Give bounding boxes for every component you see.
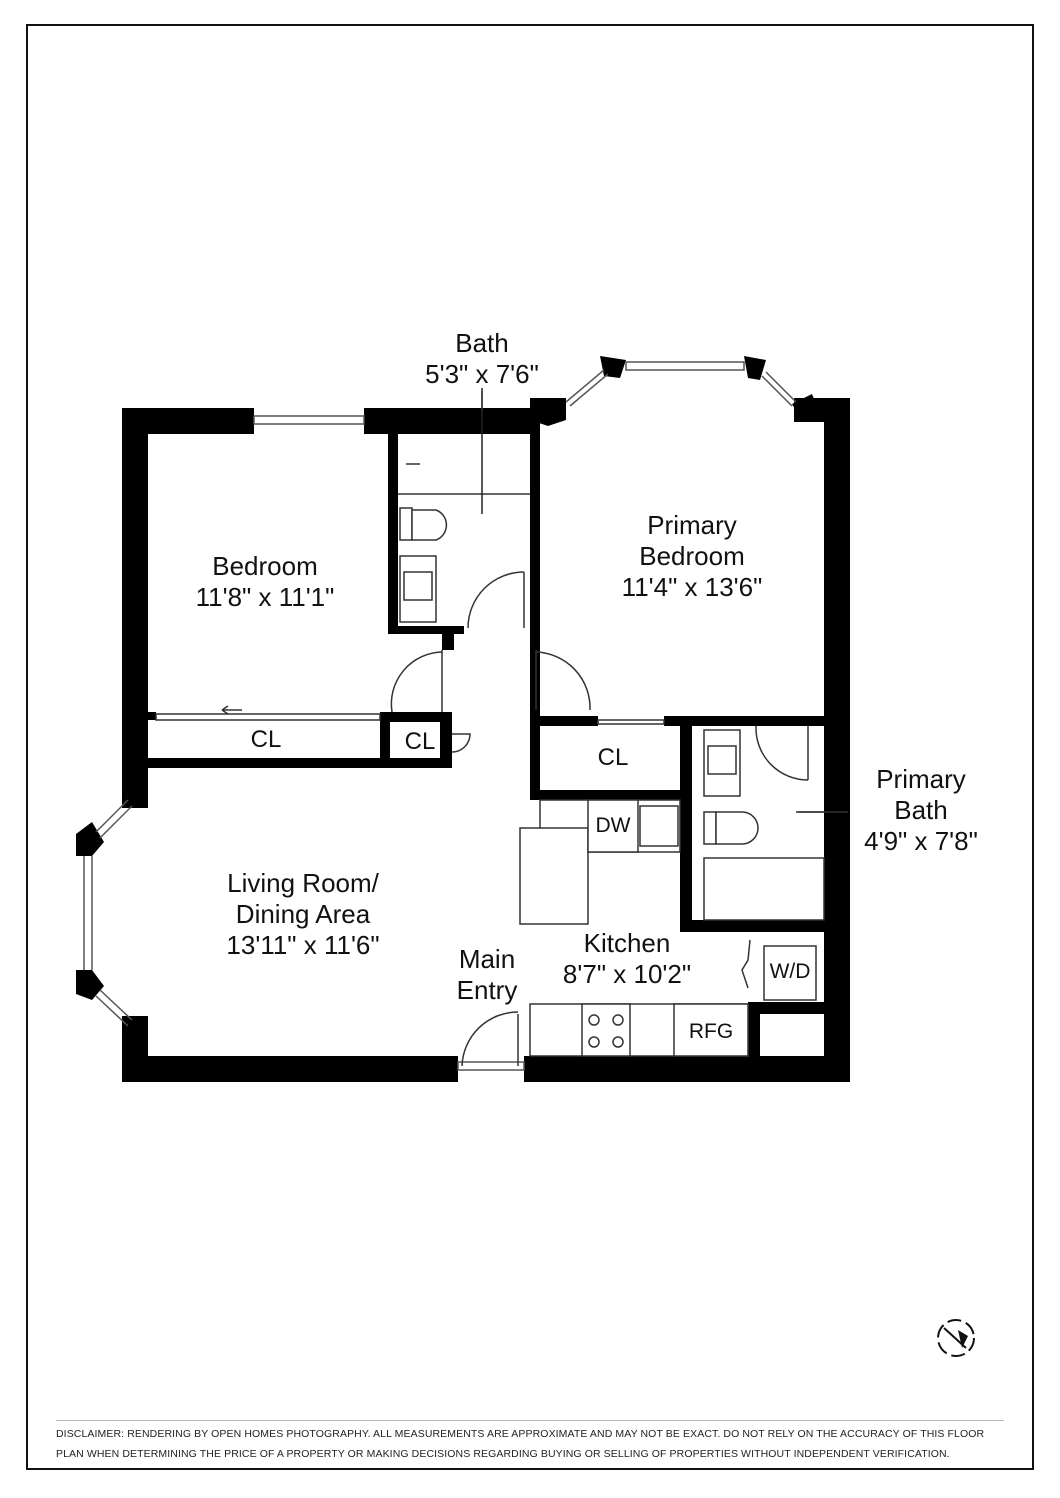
closet-primary-label: CL [597, 744, 629, 771]
primary-bedroom-name-1: Primary [647, 510, 737, 540]
primary-bath-label: Primary Bath 4'9" x 7'8" [864, 764, 978, 857]
fixtures [398, 388, 825, 1057]
washer-dryer-label: W/D [769, 960, 811, 983]
living-label: Living Room/ Dining Area 13'11" x 11'6" [226, 868, 379, 961]
disclaimer-text: DISCLAIMER: RENDERING BY OPEN HOMES PHOT… [56, 1428, 985, 1460]
closet-bedroom-label: CL [250, 726, 282, 753]
bath-name: Bath [455, 328, 509, 358]
primary-bath-name-1: Primary [876, 764, 966, 794]
living-size: 13'11" x 11'6" [226, 930, 380, 960]
interior-walls [148, 420, 826, 1058]
bath-size: 5'3" x 7'6" [425, 359, 539, 389]
windows [83, 361, 797, 1071]
main-entry-line-1: Main [458, 944, 516, 974]
refrigerator-label: RFG [688, 1020, 734, 1043]
primary-bedroom-name-2: Bedroom [639, 541, 745, 571]
closet-small-label: CL [404, 728, 436, 755]
doors [155, 571, 809, 1067]
primary-bedroom-size: 11'4" x 13'6" [621, 572, 763, 602]
bath-label: Bath 5'3" x 7'6" [425, 328, 539, 390]
primary-bath-name-2: Bath [894, 795, 948, 825]
bedroom-size: 11'8" x 11'1" [195, 582, 335, 612]
main-entry-line-2: Entry [456, 975, 518, 1005]
dishwasher-label: DW [595, 814, 631, 837]
kitchen-size: 8'7" x 10'2" [562, 959, 692, 989]
bedroom-name: Bedroom [212, 551, 318, 581]
compass-icon [937, 1319, 975, 1357]
living-name-2: Dining Area [235, 899, 371, 929]
main-entry-label: Main Entry [457, 944, 518, 1006]
page-frame [26, 24, 1034, 1470]
disclaimer-rule [56, 1420, 1004, 1421]
primary-bath-size: 4'9" x 7'8" [864, 826, 978, 856]
kitchen-label: Kitchen 8'7" x 10'2" [563, 928, 691, 990]
living-name-1: Living Room/ [227, 868, 379, 898]
kitchen-name: Kitchen [583, 928, 671, 958]
primary-bedroom-label: Primary Bedroom 11'4" x 13'6" [622, 510, 763, 603]
bedroom-label: Bedroom 11'8" x 11'1" [196, 551, 335, 613]
